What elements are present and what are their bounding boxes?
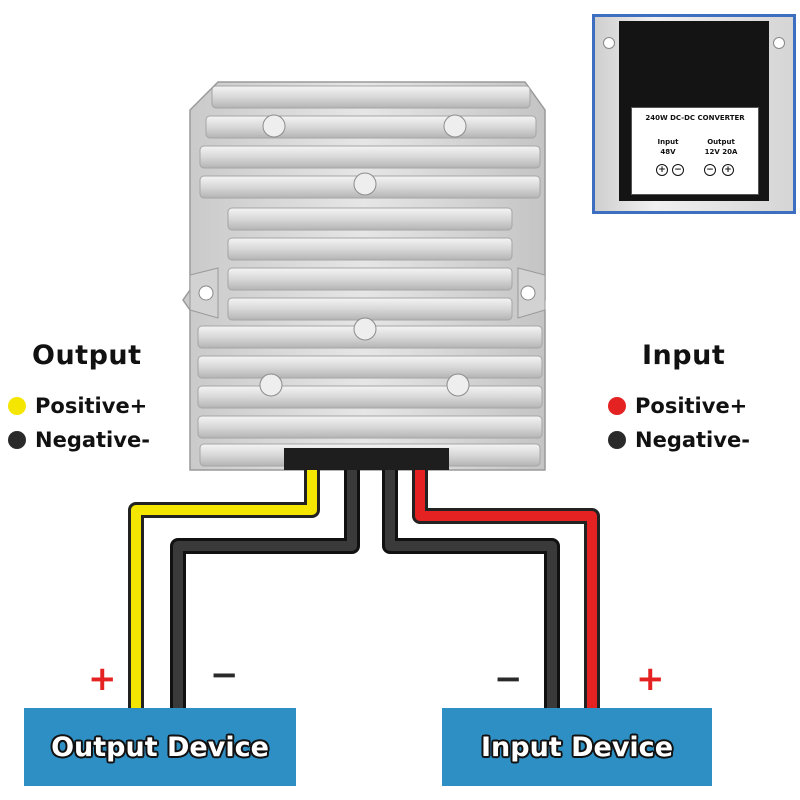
nameplate-title: 240W DC-DC CONVERTER [645, 114, 745, 122]
output-wires [128, 470, 360, 708]
converter-nameplate: 240W DC-DC CONVERTER Input 48V Output 12… [631, 107, 759, 195]
output-plus-sign: + [88, 659, 117, 699]
output-positive-label: Positive+ [35, 394, 148, 418]
red-dot-icon [608, 397, 626, 415]
output-legend-title: Output [32, 340, 142, 371]
converter-label-inset: 240W DC-DC CONVERTER Input 48V Output 12… [592, 14, 796, 214]
input-negative-legend: Negative- [608, 428, 750, 452]
inset-hole-right [773, 37, 785, 49]
output-minus-sign: − [210, 655, 239, 695]
output-device-label: Output Device [51, 731, 269, 763]
black-dot-icon [8, 431, 26, 449]
output-device-box: Output Device [24, 708, 296, 786]
input-negative-label: Negative- [635, 428, 750, 452]
input-positive-label: Positive+ [635, 394, 748, 418]
nameplate-output-minus-icon: − [704, 164, 716, 176]
nameplate-output-plus-icon: + [722, 164, 734, 176]
output-positive-legend: Positive+ [8, 394, 147, 418]
input-positive-legend: Positive+ [608, 394, 747, 418]
nameplate-input-heading: Input [657, 138, 679, 146]
nameplate-output-heading: Output [707, 138, 735, 146]
input-wires [382, 470, 600, 708]
inset-hole-left [603, 37, 615, 49]
input-plus-sign: + [636, 659, 665, 699]
input-device-label: Input Device [480, 731, 674, 763]
yellow-dot-icon [8, 397, 26, 415]
input-legend-title: Input [642, 340, 726, 371]
nameplate-input-value: 48V [660, 148, 676, 156]
nameplate-input-minus-icon: − [672, 164, 684, 176]
output-negative-legend: Negative- [8, 428, 150, 452]
housing-screws [259, 114, 470, 397]
black-dot-icon [608, 431, 626, 449]
output-negative-label: Negative- [35, 428, 150, 452]
input-device-box: Input Device [442, 708, 712, 786]
nameplate-input-plus-icon: + [656, 164, 668, 176]
nameplate-output-value: 12V 20A [704, 148, 738, 156]
input-minus-sign: − [494, 659, 523, 699]
cable-grommet [284, 448, 449, 470]
